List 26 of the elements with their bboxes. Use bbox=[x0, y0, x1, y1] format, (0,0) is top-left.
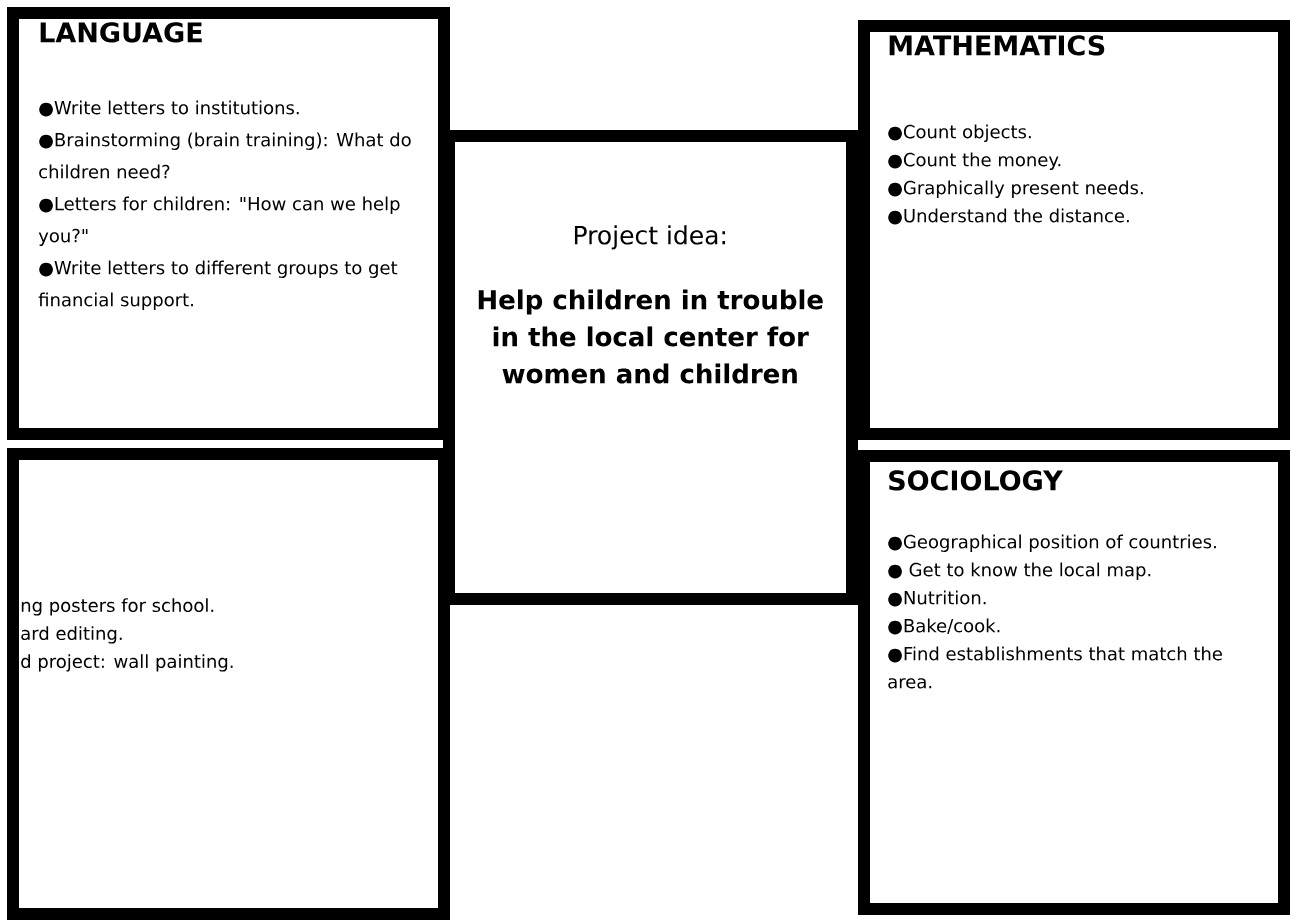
subject-card bbox=[7, 448, 450, 920]
subject-card bbox=[858, 450, 1290, 915]
bullet-item: ●Count the money. bbox=[888, 152, 1061, 170]
subject-card bbox=[858, 20, 1290, 440]
subject-card bbox=[7, 7, 450, 440]
subject-heading: MATHEMATICS bbox=[889, 35, 1105, 56]
bullet-item: ●Count objects. bbox=[888, 124, 1031, 142]
bullet-item: ng posters for school. bbox=[21, 598, 214, 616]
bullet-item: ●Brainstorming (brain training): What do children need? bbox=[39, 132, 411, 179]
bullet-item: ard editing. bbox=[21, 626, 122, 644]
bullet-item: d project: wall painting. bbox=[21, 654, 233, 672]
bullet-item: ●Write letters to different groups to get financial support. bbox=[38, 260, 398, 310]
bullet-item: ●Understand the distance. bbox=[888, 208, 1129, 225]
bullet-item: ●Graphically present needs. bbox=[888, 180, 1143, 198]
project-title: Help children in trouble in the local center for women and children bbox=[478, 289, 823, 384]
bullet-item: ●Geographical position of countries. bbox=[888, 534, 1216, 552]
bullet-item: ●Write letters to institutions. bbox=[39, 100, 299, 117]
subject-heading: LANGUAGE bbox=[40, 22, 202, 43]
bullet-item: ●Letters for children: "How can we help you?" bbox=[38, 196, 400, 246]
subject-card bbox=[443, 130, 858, 605]
subject-heading: SOCIOLOGY bbox=[889, 470, 1063, 491]
bullet-item: ●Bake/cook. bbox=[888, 618, 1000, 635]
bullet-item: ●Nutrition. bbox=[888, 590, 986, 607]
bullet-item: ● Get to know the local map. bbox=[888, 562, 1151, 580]
bullet-item: ●Find establishments that match the area. bbox=[888, 646, 1222, 689]
idea-label: Project idea: bbox=[574, 225, 725, 250]
